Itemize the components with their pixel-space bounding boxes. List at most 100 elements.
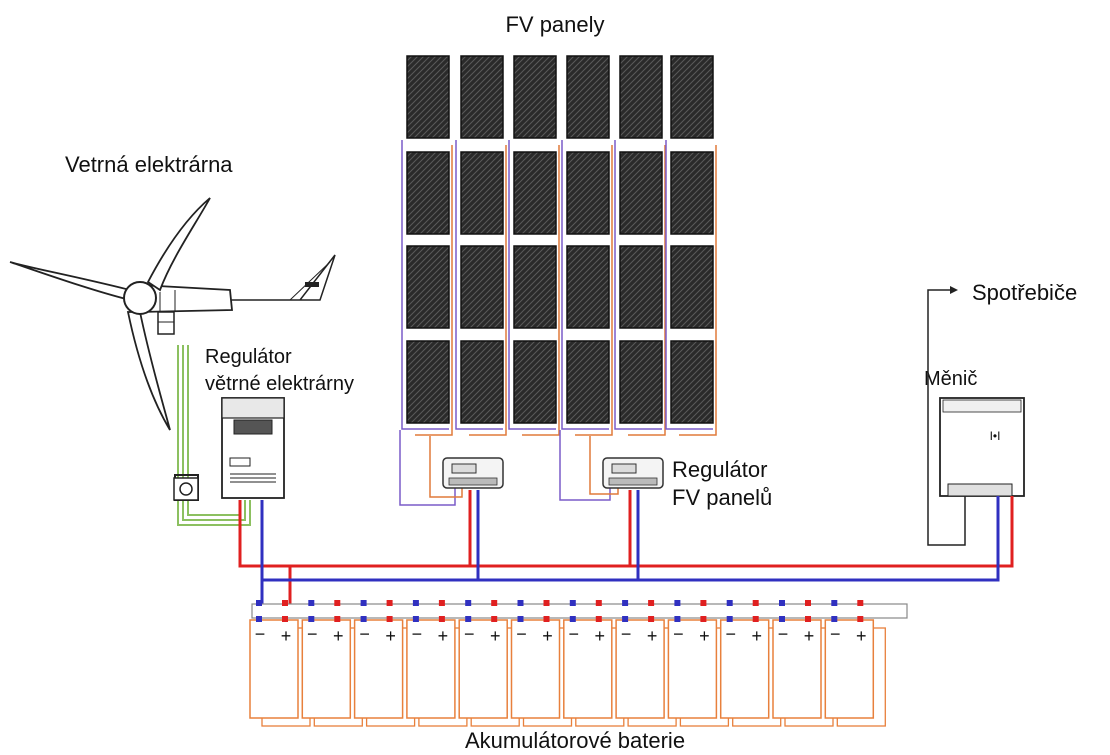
battery-positive-terminal	[700, 616, 707, 622]
pv-panel	[513, 340, 557, 424]
battery-minus-terminal-label: −	[516, 624, 527, 644]
pv-panel-array	[406, 55, 714, 424]
battery-cell	[458, 619, 508, 719]
battery-negative-terminal	[517, 600, 524, 606]
battery-positive-terminal	[438, 600, 445, 606]
pv-panel	[566, 55, 610, 139]
battery-negative-terminal	[360, 600, 367, 606]
pv-panel	[513, 55, 557, 139]
loads-label: Spotřebiče	[972, 280, 1077, 305]
pv-collector-wire	[589, 436, 619, 495]
battery-positive-terminal	[700, 600, 707, 606]
pv-panels-label: FV panely	[505, 12, 604, 37]
battery-negative-terminal	[779, 600, 785, 606]
pv-panel	[460, 151, 504, 235]
switch-box	[173, 477, 199, 501]
pv-panel	[460, 245, 504, 329]
pv-panel	[460, 340, 504, 424]
pv-panel	[566, 151, 610, 235]
battery-negative-terminal	[308, 616, 315, 622]
pv-panel	[670, 340, 714, 424]
pv-panel	[406, 340, 450, 424]
battery-minus-terminal-label: −	[359, 624, 370, 644]
battery-positive-terminal	[857, 600, 864, 606]
pv-panel	[460, 55, 504, 139]
battery-negative-terminal	[308, 600, 315, 606]
battery-positive-terminal	[491, 600, 498, 606]
battery-plus-terminal-label: +	[438, 626, 449, 646]
battery-cell	[667, 619, 718, 719]
battery-negative-terminal	[517, 616, 524, 622]
battery-positive-terminal	[386, 600, 393, 606]
pv-string-wire	[401, 140, 449, 430]
battery-plus-terminal-label: +	[804, 626, 815, 646]
pv-collector-wire	[429, 436, 463, 498]
pv-panel	[513, 151, 557, 235]
battery-positive-terminal	[334, 616, 341, 622]
pv-panel	[406, 245, 450, 329]
battery-plus-terminal-label: +	[542, 626, 553, 646]
battery-plus-terminal-label: +	[856, 626, 867, 646]
battery-positive-terminal	[648, 616, 655, 622]
battery-positive-terminal	[805, 616, 811, 622]
pv-panel	[619, 340, 663, 424]
battery-cell	[615, 619, 665, 719]
pv-panel	[566, 340, 610, 424]
battery-positive-terminal	[752, 600, 759, 606]
battery-minus-terminal-label: −	[412, 624, 423, 644]
pv-string-wire	[614, 140, 662, 430]
pv-string-wire	[522, 145, 560, 436]
pv-panel	[566, 245, 610, 329]
battery-cell	[301, 619, 352, 719]
inverter-label: Měnič	[924, 368, 977, 390]
batteries-label: Akumulátorové baterie	[465, 728, 685, 753]
battery-negative-terminal	[465, 600, 472, 606]
battery-plus-terminal-label: +	[647, 626, 658, 646]
battery-negative-terminal	[465, 616, 472, 622]
pv-string-wire	[679, 145, 717, 436]
battery-minus-terminal-label: −	[569, 624, 580, 644]
wind-controller-label-line1: Regulátor	[205, 346, 292, 368]
pv-array-wiring	[399, 140, 717, 506]
battery-minus-terminal-label: −	[255, 624, 266, 644]
battery-positive-terminal	[752, 616, 759, 622]
battery-minus-terminal-label: −	[307, 624, 318, 644]
pv-string-wire	[469, 145, 507, 436]
pv-string-wire	[561, 140, 609, 430]
battery-positive-terminal	[334, 600, 341, 606]
pv-controller-left	[442, 457, 504, 489]
pv-panel	[670, 55, 714, 139]
battery-negative-terminal	[622, 616, 629, 622]
pv-panel	[619, 245, 663, 329]
battery-cell	[719, 619, 770, 719]
pv-controller-label-line2: FV panelů	[672, 485, 772, 510]
battery-positive-terminal	[595, 616, 602, 622]
battery-negative-terminal	[412, 616, 419, 622]
battery-cell	[353, 619, 404, 719]
pv-string-wire	[665, 140, 713, 430]
battery-positive-terminal	[491, 616, 498, 622]
battery-cell	[406, 619, 456, 719]
wind-turbine-label: Vetrná elektrárna	[65, 152, 233, 177]
battery-terminal-bar	[251, 603, 908, 619]
battery-cell	[563, 619, 613, 719]
wind-controller-label-line2: větrné elektrárny	[205, 373, 354, 395]
battery-plus-terminal-label: +	[490, 626, 501, 646]
battery-positive-terminal	[857, 616, 864, 622]
battery-positive-terminal	[805, 600, 811, 606]
inverter-display-text: I•I	[990, 429, 1001, 443]
battery-positive-terminal	[282, 600, 288, 606]
pv-controller-right	[602, 457, 664, 489]
battery-negative-terminal	[674, 616, 681, 622]
battery-positive-terminal	[438, 616, 445, 622]
battery-plus-terminal-label: +	[751, 626, 762, 646]
wind-controller	[221, 397, 285, 499]
battery-cell	[249, 619, 299, 719]
battery-negative-terminal	[412, 600, 419, 606]
pv-panel	[619, 55, 663, 139]
battery-plus-terminal-label: +	[385, 626, 396, 646]
battery-cell	[510, 619, 561, 719]
battery-minus-terminal-label: −	[464, 624, 475, 644]
battery-positive-terminal	[282, 616, 288, 622]
